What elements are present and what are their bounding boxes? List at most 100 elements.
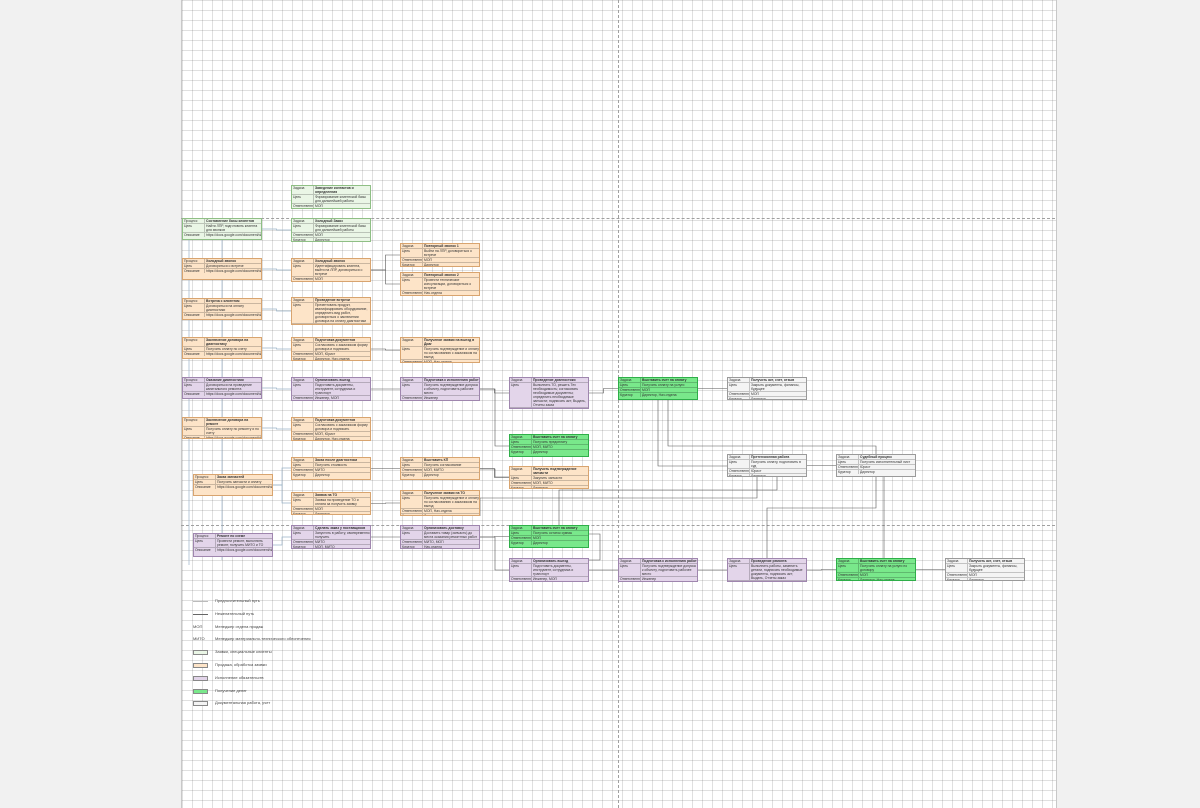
node-field-value: Получить оплату, подготовить в суд [751, 460, 801, 468]
node-field-value: МИТО [315, 540, 325, 544]
legend-line-sample [193, 613, 208, 615]
node-field-value: Организовать выезд [533, 559, 569, 563]
horizontal-guide-line [181, 218, 1055, 219]
node-field-value: Заведение контактов и определения [315, 186, 354, 194]
node-field-value: Холодный Заказ [315, 219, 343, 223]
node-field-value: Директор [424, 263, 439, 267]
node-field-label: Ответственный [293, 432, 314, 436]
node-field-value: Директор [424, 514, 439, 516]
node-field-label: Процесс [194, 475, 216, 479]
node-field-value: МОП [424, 258, 432, 262]
node-field-label: Описание [183, 436, 205, 438]
node-field-value: Подготовка к исполнению работ [424, 378, 479, 382]
legend-label: Предпочтительный путь [215, 598, 260, 603]
node-field-value: Запустить в работу, своевременно получит… [315, 531, 370, 539]
node-field-value: Организовать выезд [315, 378, 351, 382]
node-field-value: Получить подтверждение и оплату по согла… [424, 496, 479, 508]
node-field-label: Куратор [292, 357, 314, 360]
node-field-label: Куратор [510, 450, 532, 454]
node-row: ОтветственныйМИТО [292, 467, 370, 472]
node-field-label: Задача [946, 559, 968, 563]
node-field-label: Цель [292, 498, 314, 506]
node-field-label: Цель [401, 496, 423, 508]
node-field-label: Задача [292, 493, 314, 497]
node-field-value: Получить акт, счет, отзыв [751, 378, 795, 382]
node-field-label: Цель [183, 383, 205, 391]
node-field-value: МИТО, МОП [424, 540, 444, 544]
node-row: ОтветственныйИнженер [619, 576, 697, 581]
node-field-label: Процесс [183, 378, 205, 382]
node-field-label: Куратор [619, 393, 641, 397]
node-field-value: Составление базы клиентов [206, 219, 255, 223]
legend-abbreviation: МИТО [193, 636, 205, 642]
node-row: ОтветственныйМОП, Юрист [292, 431, 370, 436]
node-field-label: Задача [728, 455, 750, 459]
legend-swatch [193, 688, 208, 694]
node-field-label: Цель [510, 564, 532, 576]
node-field-label: Процесс [194, 534, 216, 538]
node-row: ОтветственныйМОП [510, 535, 588, 540]
node-field-value: Выполнить ТО, решить Тех необходимость; … [533, 383, 586, 407]
node-field-value: Юрист [751, 469, 762, 473]
node-field-value: Получить подтверждение запчасти [533, 467, 577, 475]
node-field-label: Ответственный [838, 573, 859, 577]
